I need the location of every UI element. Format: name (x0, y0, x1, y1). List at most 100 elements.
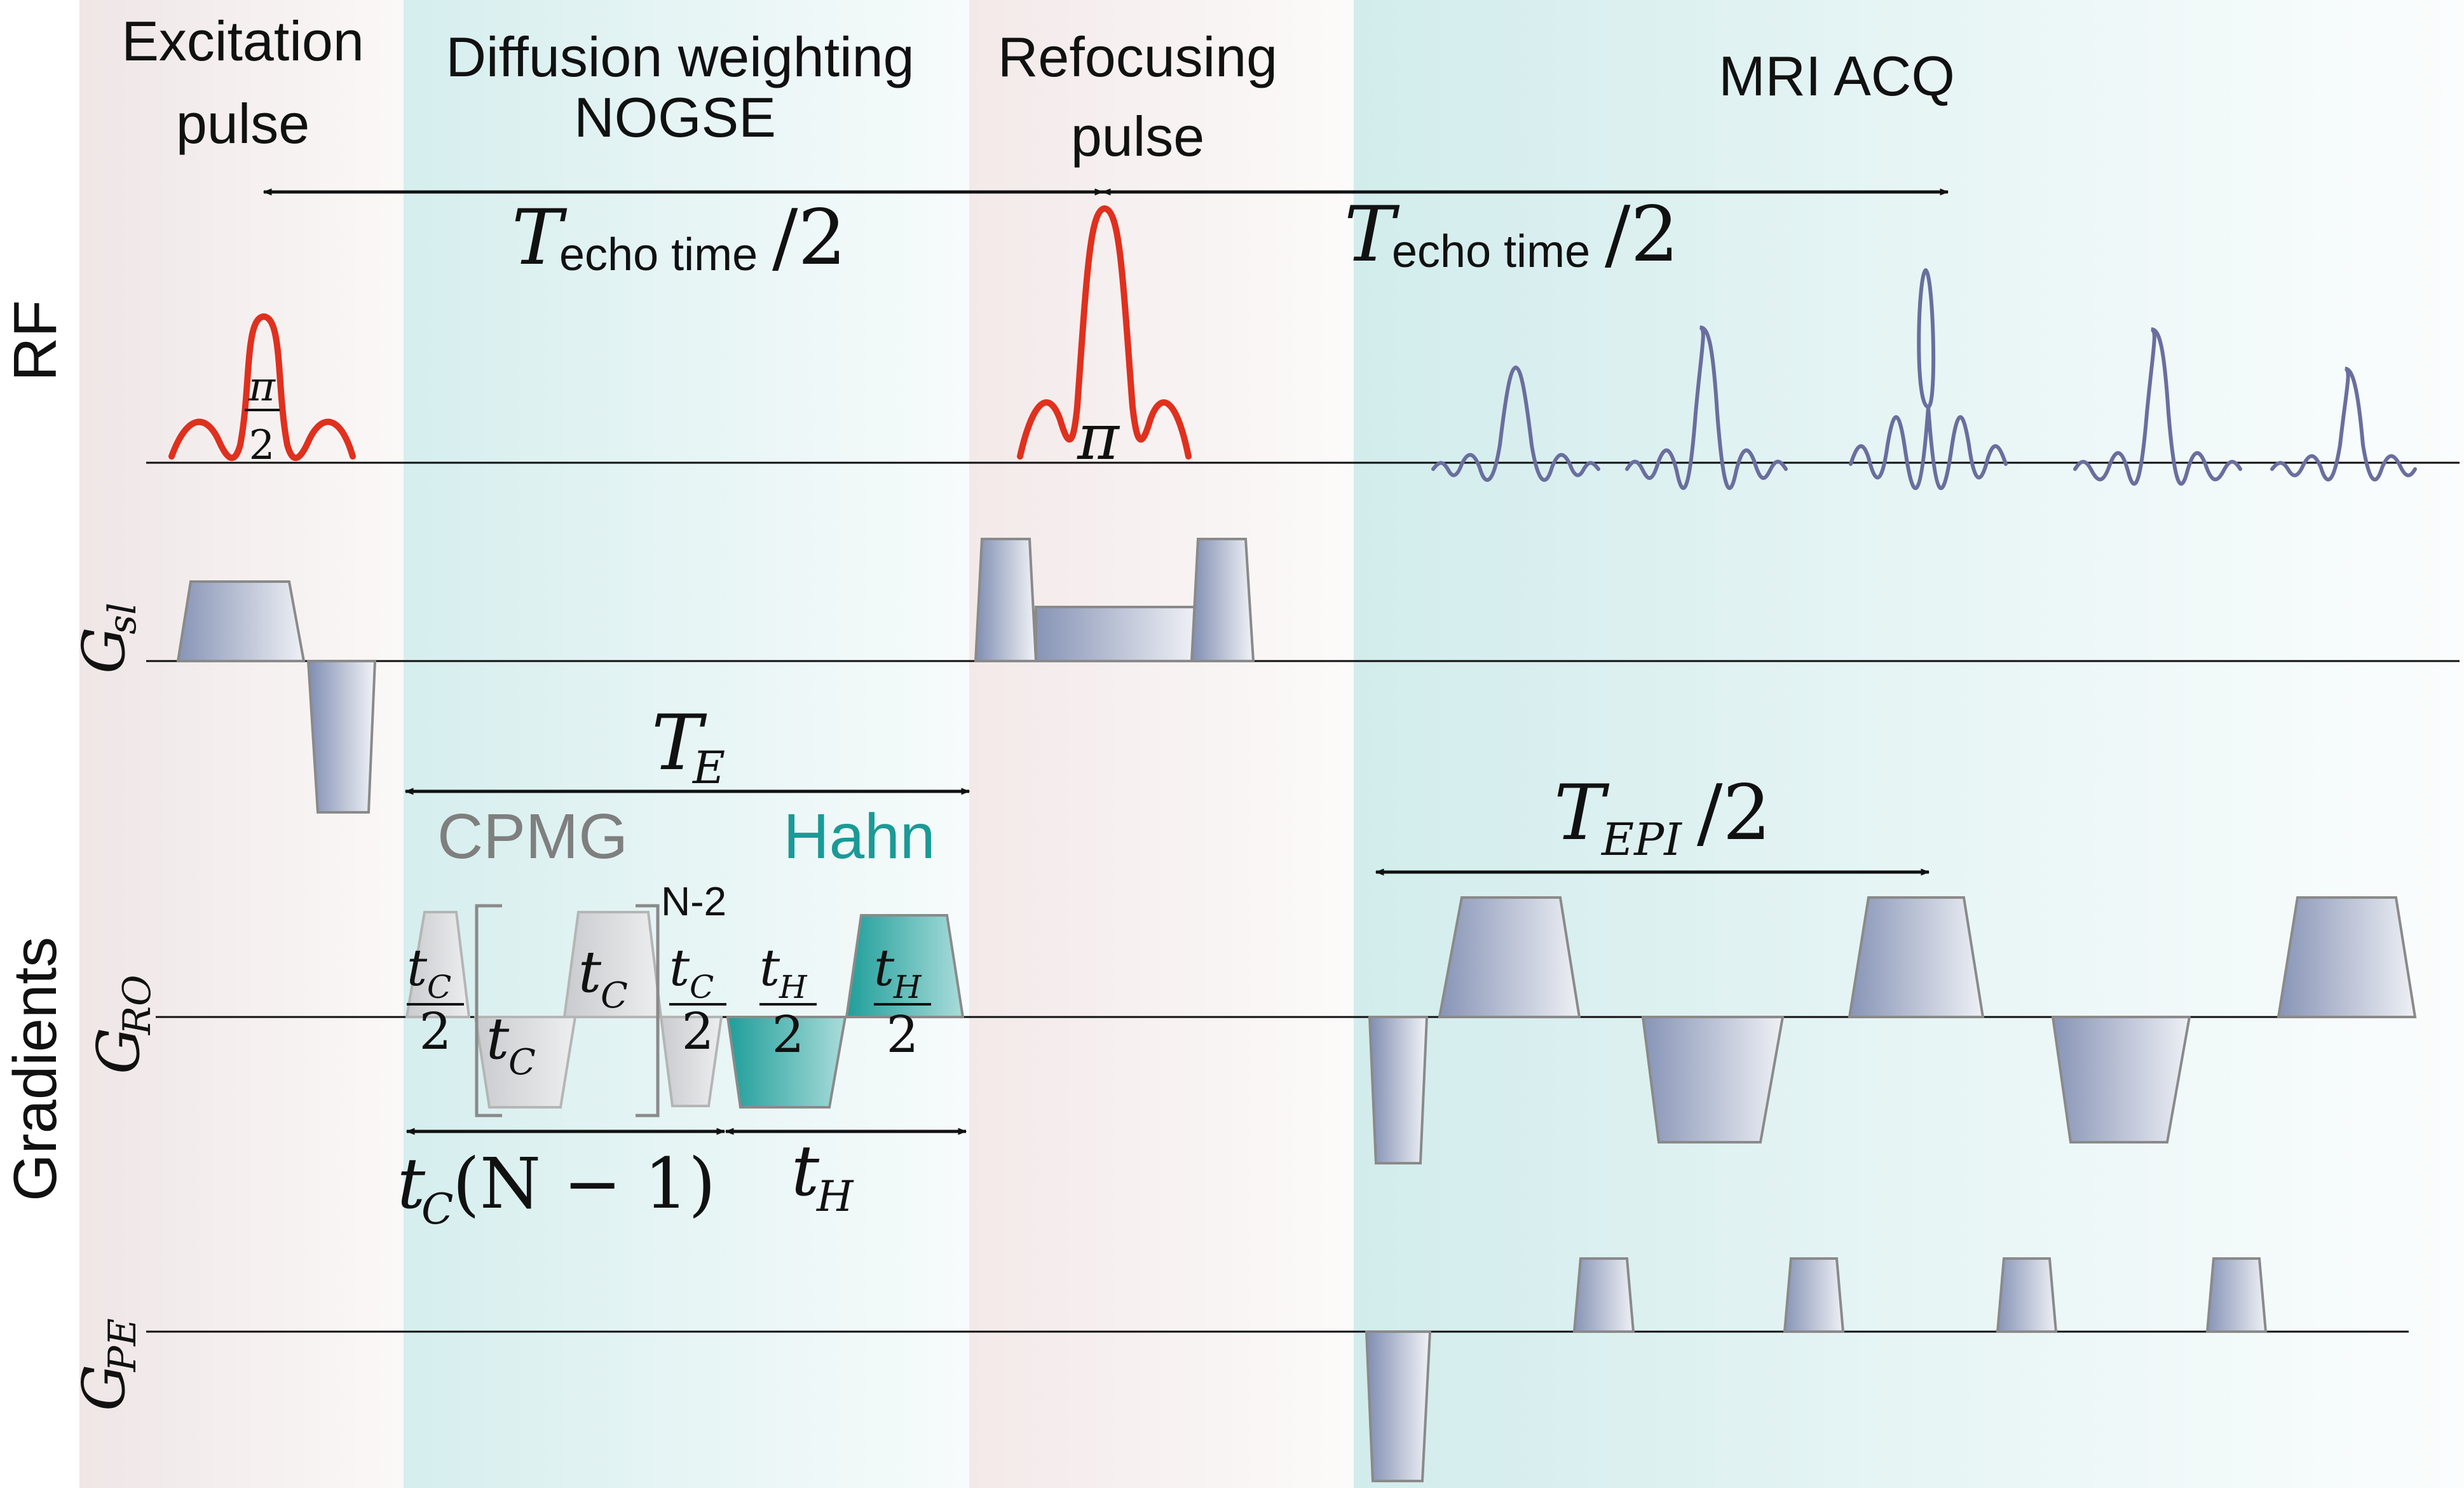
repeat-bracket-left (475, 904, 502, 1117)
gro-readout-4 (2051, 1016, 2191, 1143)
cpmg-gradients (405, 911, 723, 1109)
excitation-pulse-num: π (248, 364, 276, 411)
gsl-crusher-right (1190, 538, 1255, 662)
svg-text:C: C (508, 1042, 536, 1083)
th-total-label: t H (791, 1130, 854, 1221)
gro-gradients (1368, 896, 2417, 1164)
svg-text:T: T (651, 699, 707, 788)
svg-text:(N − 1): (N − 1) (453, 1143, 716, 1224)
te-label: T E (651, 699, 725, 794)
gpe-blip-1 (1572, 1257, 1635, 1333)
tc-half-label-2: t C 2 (669, 938, 726, 1061)
hahn-label: Hahn (783, 801, 935, 872)
excitation-header-line2: pulse (176, 92, 310, 155)
echo-time-label-right: T echo time /2 (1344, 191, 1679, 279)
echo-1 (1431, 365, 1600, 482)
svg-text:C: C (690, 969, 714, 1006)
echo-2 (1625, 325, 1788, 490)
svg-text:H: H (779, 969, 808, 1006)
gro-readout-5 (2277, 896, 2417, 1018)
svg-text:G: G (70, 1365, 138, 1412)
gradients-row-label: Gradients (1, 937, 69, 1201)
svg-text:/2: /2 (1697, 769, 1771, 857)
refocusing-header-line2: pulse (1071, 105, 1204, 168)
diffusion-band (404, 0, 969, 1488)
svg-text:2: 2 (419, 1002, 452, 1061)
svg-text:2: 2 (772, 1005, 805, 1064)
svg-text:C: C (421, 1185, 454, 1234)
gsl-refocus-slab (1035, 606, 1196, 662)
gsl-crusher-left (974, 538, 1038, 662)
gpe-blip-2 (1783, 1257, 1845, 1333)
svg-text:echo time: echo time (1392, 226, 1590, 277)
svg-text:C: C (601, 975, 628, 1016)
acquisition-band (1354, 0, 2464, 1488)
svg-text:t: t (669, 938, 690, 997)
svg-text:C: C (427, 969, 451, 1006)
tepi-label: T EPI /2 (1554, 769, 1771, 866)
refocusing-pulse-label: π (1077, 400, 1120, 474)
gpe-gradients (1365, 1257, 2268, 1482)
svg-text:T: T (1554, 769, 1610, 857)
tc-pos-label: t C (578, 939, 628, 1016)
cpmg-neg-lobe (473, 1016, 577, 1109)
refocusing-pulse (1017, 205, 1192, 460)
svg-text:sl: sl (100, 603, 145, 634)
acquisition-echoes (1431, 268, 2417, 490)
cpmg-label: CPMG (437, 801, 628, 872)
gsl-row-label: G sl (70, 603, 145, 674)
svg-text:EPI: EPI (1600, 814, 1682, 866)
hahn-pos-lobe (845, 914, 965, 1018)
diffusion-header-line1: Diffusion weighting (446, 25, 914, 88)
svg-text:t: t (486, 1006, 510, 1072)
tc-total-label: t C (N − 1) (397, 1143, 716, 1234)
svg-text:RO: RO (115, 975, 160, 1035)
svg-text:t: t (791, 1130, 820, 1212)
gro-readout-2 (1641, 1016, 1785, 1143)
svg-text:G: G (85, 1028, 153, 1075)
gpe-blip-4 (2205, 1257, 2268, 1333)
svg-text:H: H (893, 969, 922, 1006)
th-half-label-2: t H 2 (874, 938, 931, 1064)
cpmg-pos-lobe (562, 911, 663, 1018)
tc-half-label-1: t C 2 (407, 938, 464, 1061)
excitation-header-line1: Excitation (121, 10, 364, 72)
svg-text:t: t (759, 938, 780, 997)
hahn-gradients (726, 914, 965, 1109)
excitation-pulse (168, 313, 356, 461)
repeat-count: N-2 (661, 878, 726, 924)
rf-row-label: RF (1, 300, 69, 381)
hahn-neg-lobe (726, 1016, 847, 1109)
echo-3 (1849, 268, 2008, 490)
repeat-bracket-right (636, 904, 660, 1117)
echo-4 (2073, 327, 2242, 486)
svg-text:t: t (397, 1143, 426, 1224)
svg-text:2: 2 (887, 1005, 919, 1064)
gro-prephase (1368, 1016, 1429, 1164)
svg-text:E: E (691, 742, 725, 794)
cpmg-first-half (405, 911, 471, 1018)
svg-text:H: H (816, 1172, 854, 1221)
gsl-slice-select (176, 580, 306, 662)
gsl-rephase (306, 660, 377, 814)
th-half-label-1: t H 2 (759, 938, 817, 1064)
gpe-row-label: G PE (70, 1318, 145, 1411)
diffusion-header-line2: NOGSE (574, 86, 776, 149)
gpe-blip-3 (1996, 1257, 2058, 1333)
gro-row-label: G RO (85, 975, 160, 1074)
acquisition-header: MRI ACQ (1719, 44, 1955, 107)
svg-text:PE: PE (100, 1318, 145, 1372)
tc-neg-label: t C (486, 1006, 536, 1083)
svg-text:/2: /2 (772, 194, 847, 282)
svg-text:T: T (512, 194, 568, 282)
echo-time-label-left: T echo time /2 (512, 194, 847, 282)
svg-text:/2: /2 (1605, 191, 1679, 279)
cpmg-last-half (659, 1016, 723, 1107)
svg-text:2: 2 (682, 1002, 714, 1061)
svg-text:t: t (874, 938, 895, 997)
gsl-gradients (176, 538, 1255, 814)
echo-5 (2270, 367, 2417, 482)
gpe-prephase (1365, 1330, 1432, 1482)
svg-text:G: G (70, 627, 138, 674)
